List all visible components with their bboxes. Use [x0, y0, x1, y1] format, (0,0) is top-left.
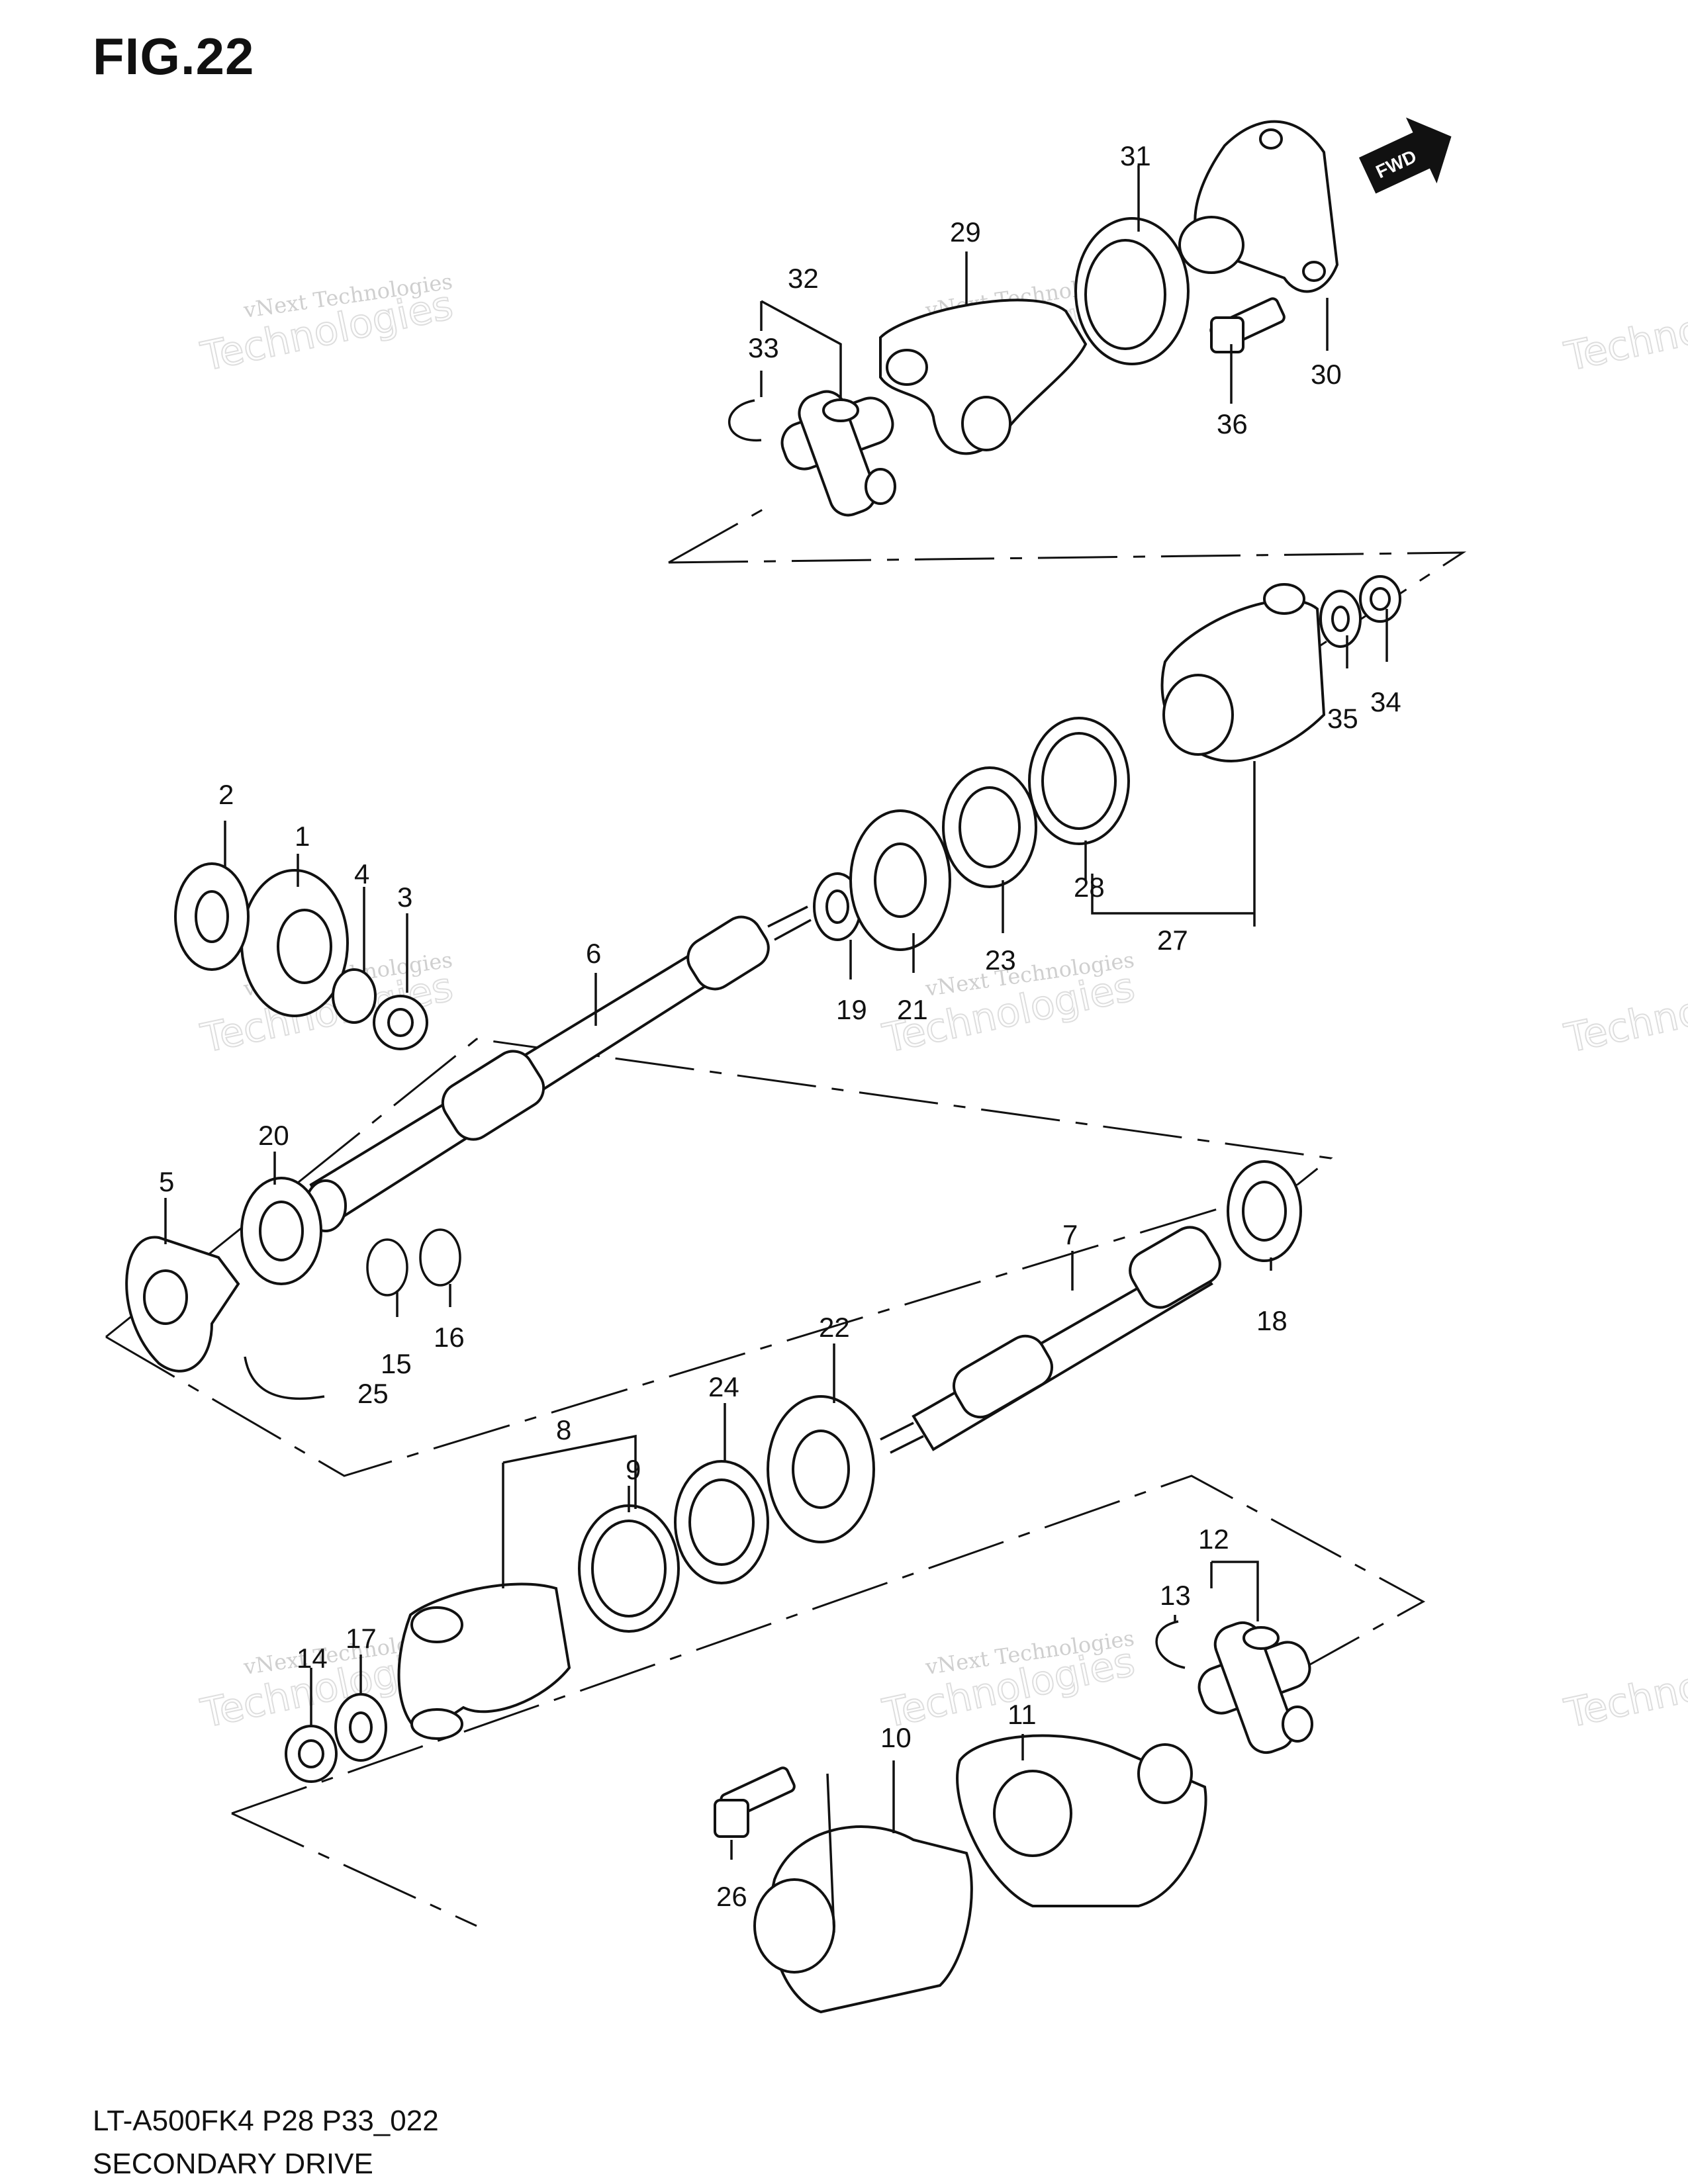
part-flange-30: [1178, 120, 1339, 293]
callout-4: 4: [354, 858, 369, 889]
part-seal-23: [942, 766, 1037, 888]
part-washer-2: [174, 862, 250, 971]
part-boot-28: [1028, 717, 1130, 845]
watermark-large: Technologies: [1561, 964, 1688, 1062]
part-yoke-29: [879, 298, 1088, 455]
callout-27: 27: [1157, 925, 1188, 956]
callout-24: 24: [708, 1371, 739, 1402]
part-circlip-16: [419, 1228, 461, 1287]
callout-16: 16: [434, 1322, 465, 1353]
part-gear-1: [240, 869, 349, 1017]
leader-lines: [164, 165, 1388, 1933]
part-washer-35: [1319, 590, 1362, 648]
callout-15: 15: [381, 1348, 412, 1379]
callout-20: 20: [258, 1120, 289, 1151]
callout-25: 25: [357, 1378, 389, 1409]
watermark-large: Technologies: [1561, 1639, 1688, 1737]
part-shaft-7: [880, 1226, 1221, 1454]
watermark-large: Technologies: [1561, 282, 1688, 381]
callout-6: 6: [586, 938, 601, 969]
callout-2: 2: [218, 779, 234, 810]
part-clip-25: [244, 1356, 325, 1400]
part-flange-11: [956, 1734, 1207, 1907]
callout-29: 29: [950, 216, 981, 248]
part-shaft-6: [305, 905, 812, 1232]
part-boot-31: [1074, 217, 1190, 365]
model-code: LT-A500FK4 P28 P33_022: [93, 2105, 439, 2137]
part-circlip-15: [366, 1238, 408, 1297]
figure-title: FIG.22: [93, 27, 255, 85]
callout-17: 17: [346, 1623, 377, 1654]
callout-14: 14: [297, 1643, 328, 1674]
callout-32: 32: [788, 263, 819, 294]
part-circlip-13: [1155, 1620, 1186, 1669]
callout-1: 1: [295, 821, 310, 852]
callout-3: 3: [397, 882, 412, 913]
callout-21: 21: [897, 994, 928, 1025]
part-bearing-20: [240, 1177, 322, 1285]
section-name: SECONDARY DRIVE: [93, 2148, 373, 2180]
watermark-group: Technologies vNext Technologies Technolo…: [197, 269, 1688, 1738]
callout-9: 9: [626, 1454, 641, 1485]
part-gear-5: [125, 1236, 240, 1373]
callout-35: 35: [1327, 703, 1358, 734]
part-u-joint-upper: [780, 390, 896, 517]
callout-7: 7: [1062, 1219, 1078, 1250]
callout-8: 8: [556, 1414, 571, 1445]
part-bearing-22: [767, 1395, 875, 1543]
fwd-arrow-icon: FWD: [1358, 117, 1452, 194]
part-seal-24: [674, 1460, 769, 1584]
callout-11: 11: [1008, 1699, 1037, 1730]
part-yoke-8: [397, 1582, 571, 1740]
part-bearing-21: [849, 809, 951, 951]
callout-26: 26: [716, 1881, 747, 1912]
part-washer-19: [813, 872, 862, 941]
callout-13: 13: [1160, 1580, 1191, 1611]
callout-12: 12: [1198, 1524, 1229, 1555]
part-flange-10: [753, 1825, 973, 2014]
part-washer-17: [334, 1693, 387, 1762]
callout-labels: 1 2 3 4 5 6 7 8 9 10 11 12 13 14 15 16 1…: [159, 140, 1401, 1912]
part-circlip-33: [728, 399, 762, 441]
callout-31: 31: [1120, 140, 1151, 171]
part-u-joint-lower: [1197, 1621, 1313, 1754]
callout-28: 28: [1074, 872, 1105, 903]
part-spacer-4: [332, 968, 377, 1024]
part-nut-3: [373, 995, 428, 1050]
callout-18: 18: [1256, 1305, 1288, 1336]
callout-22: 22: [819, 1312, 850, 1343]
callout-33: 33: [748, 332, 779, 363]
part-bolt-36: [1209, 297, 1286, 353]
part-yoke-27: [1160, 583, 1326, 763]
part-nut-34: [1359, 575, 1401, 623]
callout-19: 19: [836, 994, 867, 1025]
callout-5: 5: [159, 1166, 174, 1197]
part-boot-9: [578, 1504, 680, 1633]
callout-30: 30: [1311, 359, 1342, 390]
callout-23: 23: [985, 944, 1016, 976]
callout-36: 36: [1217, 408, 1248, 439]
assembly-planes: [105, 502, 1467, 1927]
callout-34: 34: [1370, 686, 1401, 717]
part-nut-14: [285, 1725, 338, 1783]
callout-10: 10: [880, 1722, 912, 1753]
part-washer-18: [1227, 1160, 1302, 1262]
part-bolt-26: [714, 1766, 796, 1838]
